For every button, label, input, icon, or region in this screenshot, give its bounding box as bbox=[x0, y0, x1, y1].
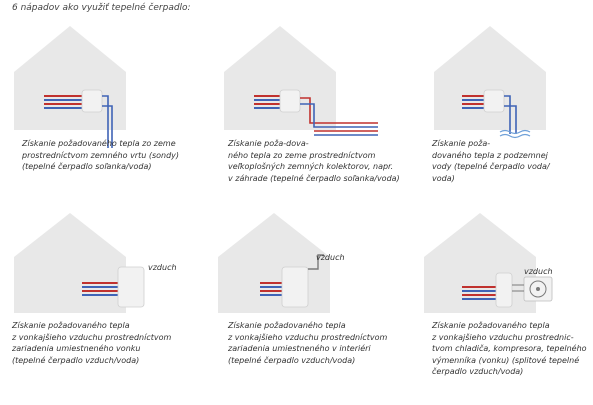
indoor-unit bbox=[281, 266, 309, 308]
caption-air-indoor: Získanie požadovaného tepla z vonkajšieh… bbox=[228, 321, 388, 365]
house-silhouette bbox=[434, 26, 546, 130]
caption-groundwater: Získanie poža- dovaného tepla z podzemne… bbox=[432, 139, 550, 183]
cell-ground-borehole: Získanie požadovaného tepla zo zeme pros… bbox=[0, 20, 190, 220]
caption-air-split: Získanie požadovaného tepla z vonkajšieh… bbox=[432, 321, 587, 377]
cell-groundwater: Získanie poža- dovaného tepla z podzemne… bbox=[418, 20, 593, 220]
air-label: vzduch bbox=[148, 263, 177, 272]
groundwater-waves bbox=[499, 129, 531, 139]
air-label: vzduch bbox=[524, 267, 553, 276]
cell-air-indoor: vzduch Získanie požadovaného tepla z von… bbox=[210, 205, 400, 405]
cell-air-split: vzduch Získanie požadovaného tepla z von… bbox=[418, 205, 593, 405]
house-groundwater-illustration bbox=[434, 26, 546, 139]
indoor-hydrobox bbox=[495, 272, 513, 308]
page-heading: 6 nápadov ako využiť tepelné čerpadlo: bbox=[12, 3, 191, 13]
floor-heating-pipes bbox=[462, 95, 486, 109]
floor-heating-pipes bbox=[82, 282, 118, 296]
house-split-illustration bbox=[424, 213, 553, 313]
house-collector-illustration bbox=[224, 26, 378, 136]
floor-heating-pipes bbox=[462, 286, 496, 300]
air-duct bbox=[308, 254, 324, 270]
well-pipes bbox=[504, 95, 517, 134]
house-silhouette bbox=[218, 213, 330, 313]
outdoor-unit bbox=[117, 266, 145, 308]
heat-pump-unit bbox=[483, 89, 505, 113]
air-label: vzduch bbox=[316, 253, 345, 262]
floor-heating-pipes bbox=[260, 282, 282, 296]
house-silhouette bbox=[14, 26, 126, 130]
house-borehole-illustration bbox=[14, 26, 126, 148]
caption-air-outdoor: Získanie požadovaného tepla z vonkajšieh… bbox=[12, 321, 172, 365]
heat-pump-unit bbox=[279, 89, 301, 113]
caption-ground-collector: Získanie poža-dova- ného tepla zo zeme p… bbox=[228, 139, 400, 183]
house-air-indoor-illustration bbox=[218, 213, 330, 313]
house-silhouette bbox=[224, 26, 336, 130]
caption-ground-borehole: Získanie požadovaného tepla zo zeme pros… bbox=[22, 139, 180, 172]
heat-pump-unit bbox=[81, 89, 103, 113]
fan-icon bbox=[529, 280, 547, 298]
house-air-outdoor-illustration bbox=[14, 213, 145, 313]
cell-air-outdoor: vzduch Získanie požadovaného tepla z von… bbox=[0, 205, 190, 405]
borehole-probe bbox=[102, 95, 113, 148]
floor-heating-pipes bbox=[254, 95, 282, 109]
cell-ground-collector: Získanie poža-dova- ného tepla zo zeme p… bbox=[210, 20, 400, 220]
floor-heating-pipes bbox=[44, 95, 84, 109]
ground-collector-loops bbox=[300, 97, 378, 136]
house-silhouette bbox=[14, 213, 126, 313]
